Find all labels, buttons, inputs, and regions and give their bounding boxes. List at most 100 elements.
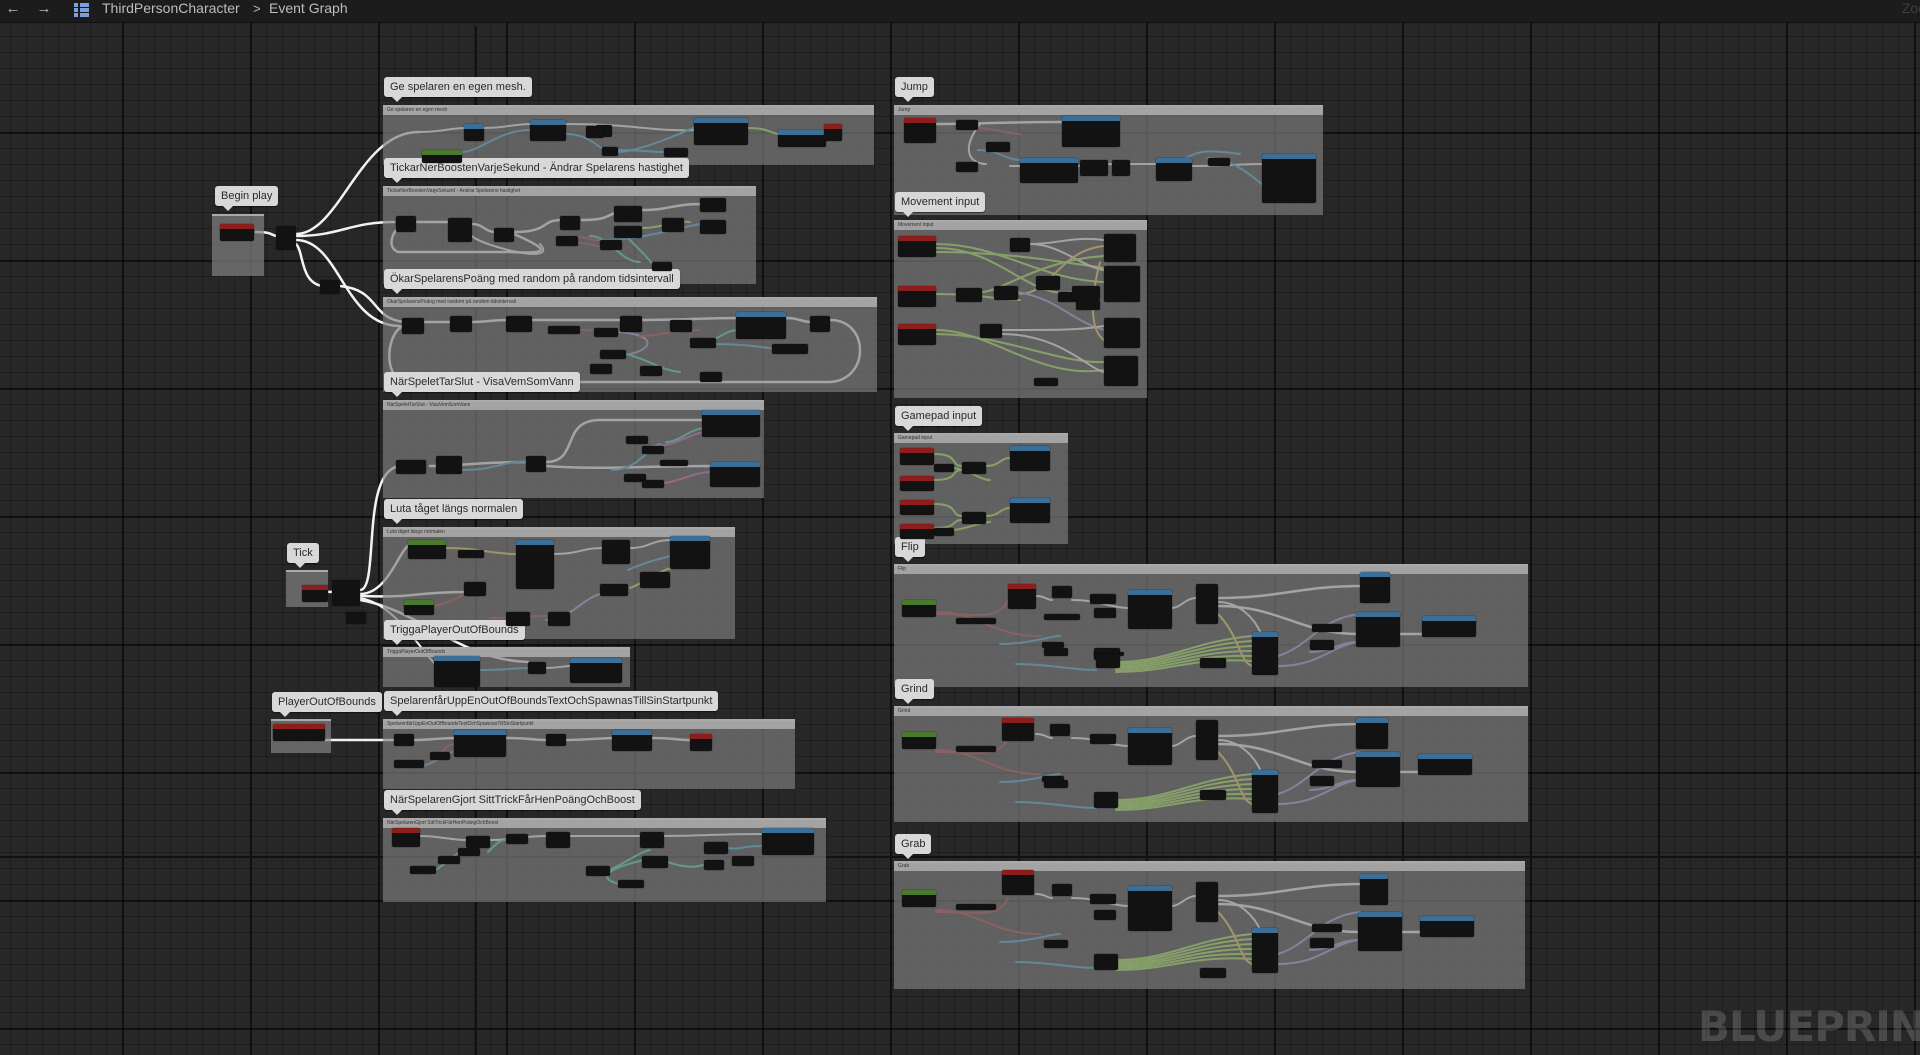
graph-node[interactable] bbox=[704, 860, 724, 870]
graph-node[interactable] bbox=[900, 448, 934, 465]
graph-node[interactable] bbox=[618, 880, 644, 888]
graph-node[interactable] bbox=[1310, 776, 1334, 786]
graph-node[interactable] bbox=[1312, 760, 1342, 768]
graph-node[interactable] bbox=[320, 280, 340, 294]
graph-node[interactable] bbox=[1104, 234, 1136, 262]
graph-node[interactable] bbox=[594, 328, 618, 337]
graph-node[interactable] bbox=[1042, 642, 1064, 648]
graph-node[interactable] bbox=[1002, 870, 1034, 895]
graph-node[interactable] bbox=[1312, 924, 1342, 932]
graph-node[interactable] bbox=[778, 130, 826, 147]
graph-node[interactable] bbox=[404, 600, 434, 615]
respawn-comment-title[interactable]: SpelarenfårUppEnOutOfBoundsTextOchSpawna… bbox=[384, 691, 719, 716]
graph-node[interactable] bbox=[516, 540, 554, 589]
movement-comment-title[interactable]: Movement input bbox=[895, 192, 986, 217]
grab-comment-title[interactable]: Grab bbox=[895, 834, 932, 859]
graph-node[interactable] bbox=[600, 350, 626, 359]
graph-node[interactable] bbox=[902, 890, 936, 907]
graph-node[interactable] bbox=[1196, 882, 1218, 922]
graph-node[interactable] bbox=[900, 524, 934, 539]
graph-node[interactable] bbox=[346, 612, 366, 624]
graph-node[interactable] bbox=[464, 124, 484, 141]
graph-node[interactable] bbox=[466, 836, 490, 848]
graph-node[interactable] bbox=[904, 118, 936, 143]
graph-node[interactable] bbox=[1044, 940, 1068, 948]
graph-node[interactable] bbox=[1420, 916, 1474, 937]
graph-node[interactable] bbox=[934, 528, 954, 536]
graph-node[interactable] bbox=[1044, 614, 1080, 620]
graph-node[interactable] bbox=[430, 752, 450, 760]
breadcrumb-event-graph[interactable]: Event Graph bbox=[269, 0, 348, 16]
graph-node[interactable] bbox=[1356, 752, 1400, 787]
graph-node[interactable] bbox=[1112, 160, 1130, 176]
graph-node[interactable] bbox=[962, 462, 986, 474]
trigger-oob-comment-title[interactable]: TriggaPlayerOutOfBounds bbox=[384, 620, 525, 645]
graph-node[interactable] bbox=[1422, 616, 1476, 637]
graph-node[interactable] bbox=[956, 746, 996, 752]
trick-comment-title[interactable]: NärSpelarenGjort SittTrickFårHenPoängOch… bbox=[384, 790, 641, 815]
graph-node[interactable] bbox=[438, 856, 460, 864]
graph-node[interactable] bbox=[956, 618, 996, 624]
graph-node[interactable] bbox=[1050, 724, 1070, 736]
graph-node[interactable] bbox=[994, 286, 1018, 300]
graph-node[interactable] bbox=[1094, 910, 1116, 920]
graph-node[interactable] bbox=[624, 474, 646, 482]
graph-node[interactable] bbox=[956, 162, 978, 172]
graph-node[interactable] bbox=[1008, 584, 1036, 609]
graph-node[interactable] bbox=[302, 585, 328, 602]
graph-node[interactable] bbox=[1104, 266, 1140, 302]
graph-node[interactable] bbox=[1200, 790, 1226, 800]
graph-node[interactable] bbox=[422, 150, 462, 163]
graph-node[interactable] bbox=[1044, 648, 1068, 656]
graph-node[interactable] bbox=[690, 338, 716, 348]
graph-node[interactable] bbox=[434, 656, 480, 687]
graph-node[interactable] bbox=[1094, 954, 1118, 970]
graph-node[interactable] bbox=[642, 446, 664, 454]
graph-node[interactable] bbox=[986, 142, 1010, 152]
graph-node[interactable] bbox=[1090, 594, 1116, 604]
graph-node[interactable] bbox=[1072, 286, 1100, 300]
graph-node[interactable] bbox=[1034, 378, 1058, 386]
graph-node[interactable] bbox=[586, 126, 604, 138]
graph-node[interactable] bbox=[1312, 624, 1342, 632]
graph-node[interactable] bbox=[700, 372, 722, 382]
graph-node[interactable] bbox=[694, 118, 748, 145]
graph-node[interactable] bbox=[448, 218, 472, 242]
graph-node[interactable] bbox=[664, 148, 688, 157]
graph-node[interactable] bbox=[824, 124, 842, 141]
graph-node[interactable] bbox=[640, 366, 662, 376]
graph-node[interactable] bbox=[700, 198, 726, 212]
graph-node[interactable] bbox=[1052, 586, 1072, 598]
graph-node[interactable] bbox=[506, 316, 532, 332]
graph-node[interactable] bbox=[546, 832, 570, 848]
graph-node[interactable] bbox=[1044, 780, 1068, 788]
graph-node[interactable] bbox=[772, 344, 808, 354]
graph-node[interactable] bbox=[602, 147, 618, 156]
graph-node[interactable] bbox=[1094, 792, 1118, 808]
graph-node[interactable] bbox=[1200, 658, 1226, 668]
graph-node[interactable] bbox=[1076, 300, 1100, 310]
graph-node[interactable] bbox=[1010, 238, 1030, 252]
graph-node[interactable] bbox=[454, 730, 506, 757]
graph-node[interactable] bbox=[1128, 728, 1172, 765]
graph-node[interactable] bbox=[546, 734, 566, 746]
graph-node[interactable] bbox=[1104, 356, 1138, 386]
graph-node[interactable] bbox=[620, 316, 642, 332]
graph-node[interactable] bbox=[1128, 886, 1172, 931]
graph-node[interactable] bbox=[612, 730, 652, 751]
graph-node[interactable] bbox=[1252, 928, 1278, 973]
graph-node[interactable] bbox=[1090, 894, 1116, 904]
graph-node[interactable] bbox=[394, 734, 414, 746]
graph-node[interactable] bbox=[1310, 640, 1334, 650]
graph-node[interactable] bbox=[1356, 718, 1388, 749]
graph-node[interactable] bbox=[436, 456, 462, 474]
graph-node[interactable] bbox=[394, 760, 424, 768]
graph-node[interactable] bbox=[1104, 318, 1140, 348]
graph-node[interactable] bbox=[494, 228, 514, 242]
boost-comment-title[interactable]: TickarNerBoostenVarjeSekund - Ändrar Spe… bbox=[384, 158, 689, 183]
game-over-comment-box[interactable]: NärSpeletTarSlut - VisaVemSomVann bbox=[383, 400, 764, 498]
graph-node[interactable] bbox=[1096, 654, 1120, 668]
graph-node[interactable] bbox=[614, 226, 642, 238]
graph-node[interactable] bbox=[1080, 160, 1108, 176]
graph-node[interactable] bbox=[1052, 884, 1072, 896]
